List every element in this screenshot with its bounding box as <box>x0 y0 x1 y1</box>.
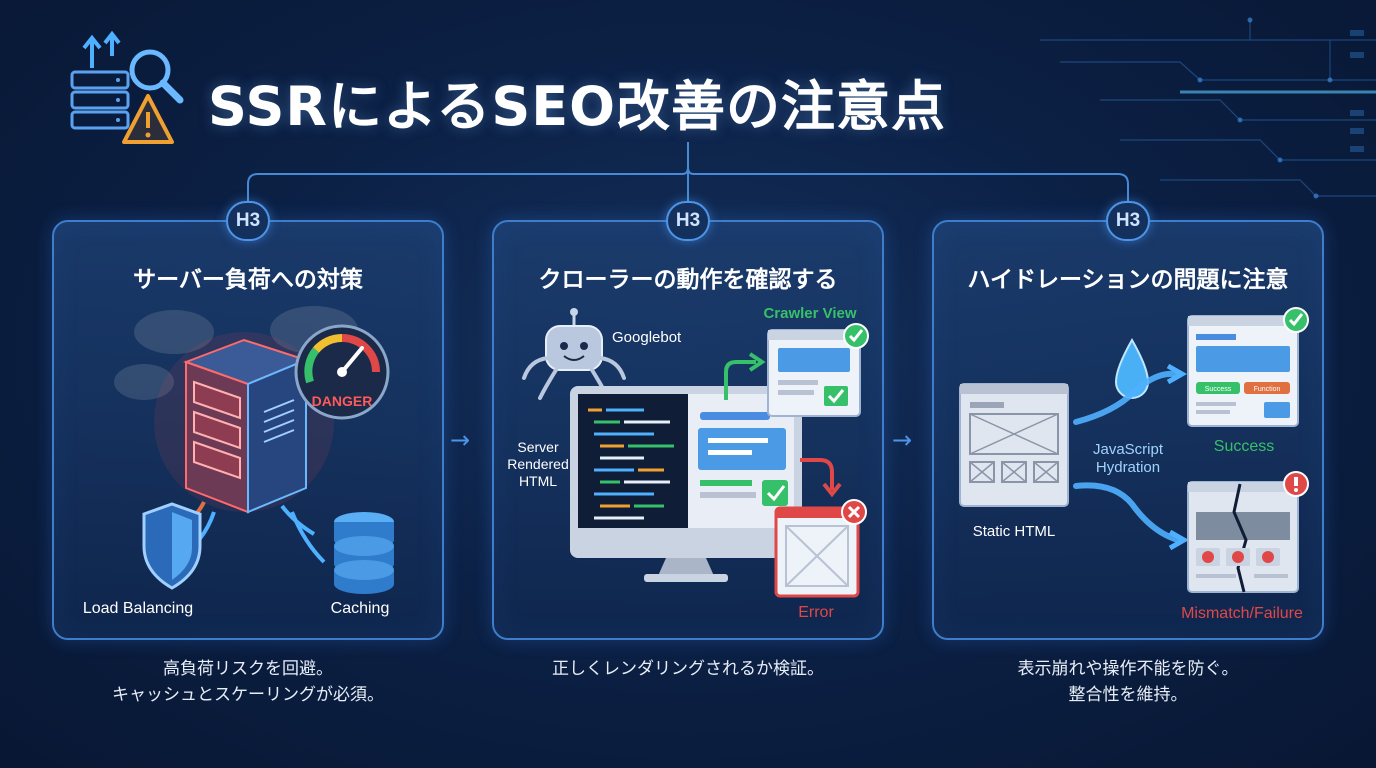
success-label: Success <box>1214 438 1274 455</box>
server-rendered-label: HTML <box>519 473 557 489</box>
hydration-illustration: Static HTML JavaScript Hydration Success… <box>959 307 1309 622</box>
load-balancing-label: Load Balancing <box>83 600 193 617</box>
js-hydration-label: JavaScript <box>1093 441 1164 458</box>
card-hydration: ハイドレーションの問題に注意 Static HTML JavaScript Hy… <box>932 220 1324 640</box>
card-caption: 高負荷リスクを回避。 キャッシュとスケーリングが必須。 <box>52 656 444 708</box>
flow-arrow-icon: → <box>450 426 471 454</box>
card-server-load: サーバー負荷への対策 <box>52 220 444 640</box>
h3-badge: H3 <box>226 201 270 241</box>
server-rendered-label: Server <box>517 439 559 455</box>
js-hydration-label: Hydration <box>1096 459 1160 476</box>
shield-icon <box>142 502 202 590</box>
h3-badge: H3 <box>666 201 710 241</box>
gauge-label: DANGER <box>312 393 373 409</box>
card-title: クローラーの動作を確認する <box>538 267 838 293</box>
caption-line: キャッシュとスケーリングが必須。 <box>112 685 384 705</box>
crawler-view-label: Crawler View <box>763 305 856 322</box>
caption-line: 高負荷リスクを回避。 <box>163 659 333 679</box>
server-rendered-label: Rendered <box>507 456 569 472</box>
caching-label: Caching <box>331 600 390 617</box>
page-title: SSRによるSEO改善の注意点 <box>208 75 947 138</box>
caption-line: 正しくレンダリングされるか検証。 <box>552 659 824 679</box>
card-title: サーバー負荷への対策 <box>133 267 363 293</box>
function-button: Function <box>1254 386 1281 393</box>
success-button: Success <box>1205 386 1232 393</box>
server-overload-icon <box>183 338 309 514</box>
monitor-icon <box>570 386 802 582</box>
database-icon <box>334 512 394 594</box>
crawler-illustration: Googlebot <box>507 305 869 621</box>
caption-line: 整合性を維持。 <box>1068 685 1188 705</box>
server-search-warning-icon <box>70 30 184 144</box>
card-crawler-check: クローラーの動作を確認する Googlebot <box>492 220 884 640</box>
h3-badge: H3 <box>1106 201 1150 241</box>
caption-line: 表示崩れや操作不能を防ぐ。 <box>1017 659 1239 679</box>
card-caption: 表示崩れや操作不能を防ぐ。 整合性を維持。 <box>932 656 1324 708</box>
error-label: Error <box>798 604 834 621</box>
card-caption: 正しくレンダリングされるか検証。 <box>492 656 884 682</box>
googlebot-label: Googlebot <box>612 329 682 346</box>
flow-arrow-icon: → <box>892 426 913 454</box>
failure-label: Mismatch/Failure <box>1181 605 1303 622</box>
gauge-icon <box>294 324 390 420</box>
robot-icon <box>522 308 626 400</box>
static-html-label: Static HTML <box>973 523 1056 540</box>
server-load-illustration: DANGER Load Balancing Caching <box>83 306 394 617</box>
water-drop-icon <box>1114 337 1150 399</box>
card-title: ハイドレーションの問題に注意 <box>967 267 1289 293</box>
